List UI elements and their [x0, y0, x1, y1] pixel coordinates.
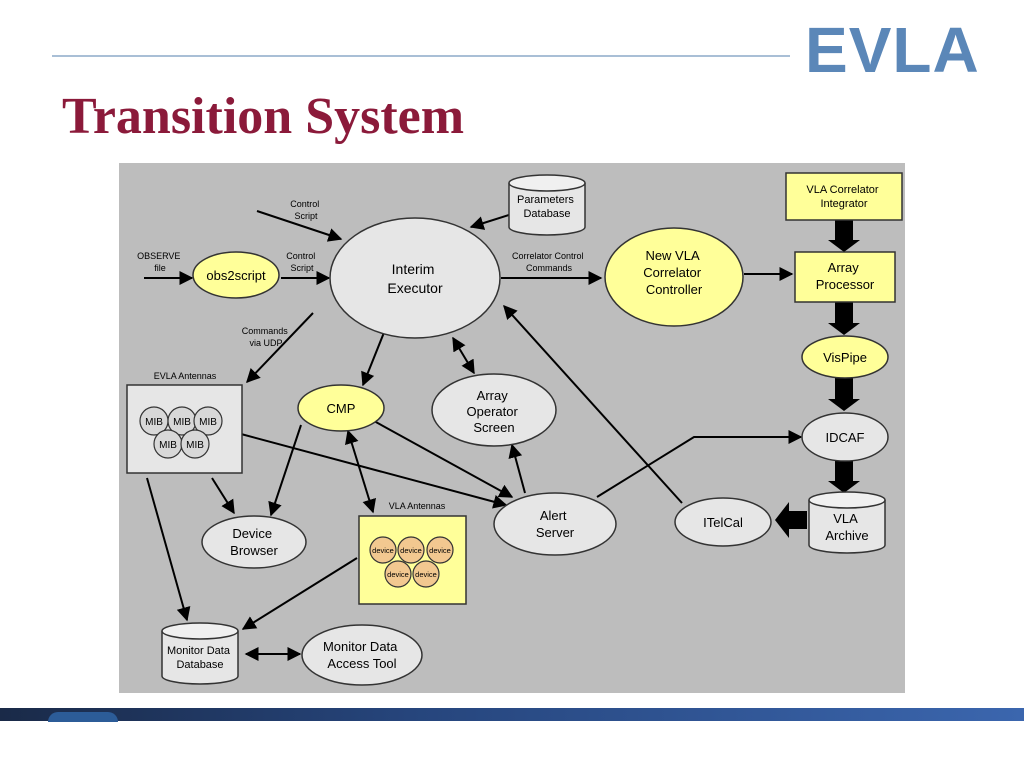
- device-label: device: [415, 570, 437, 579]
- monitor-tool-node: Monitor Data Access Tool: [301, 624, 423, 686]
- obs2script-node: obs2script: [192, 251, 280, 299]
- edge-vla-monitordb: [241, 557, 358, 630]
- svg-text:CMP: CMP: [327, 401, 356, 416]
- edge-executor-aos: [452, 336, 475, 375]
- array-operator-screen-node: Array Operator Screen: [431, 373, 557, 447]
- mib-label: MIB: [199, 417, 217, 428]
- thick-arrow-arrayproc-vispipe: [828, 302, 860, 335]
- thick-arrow-integrator-arrayproc: [828, 220, 860, 252]
- mib-label: MIB: [145, 417, 163, 428]
- device-circles: [369, 536, 454, 588]
- label-observe-file: OBSERVE file: [137, 251, 183, 273]
- device-label: device: [372, 546, 394, 555]
- device-label: device: [429, 546, 451, 555]
- thick-arrows: [775, 220, 860, 538]
- edge-cmp-alert: [373, 420, 514, 498]
- footer-bar: [0, 708, 1024, 721]
- cmp-node: CMP: [297, 384, 385, 432]
- svg-text:VLA Archive: VLA Archive: [825, 511, 868, 543]
- alert-server-node: Alert Server: [493, 492, 617, 556]
- svg-text:Alert Server: Alert Server: [536, 508, 575, 540]
- array-processor-node: Array Processor: [794, 251, 896, 303]
- label-evla-antennas: EVLA Antennas: [154, 371, 217, 381]
- svg-text:Array Operator Scr: Array Operator Screen: [467, 388, 522, 435]
- svg-text:Interim Executor: Interim Executor: [387, 261, 443, 296]
- label-control-script-top: Control Script: [290, 199, 322, 221]
- idcaf-node: IDCAF: [801, 412, 889, 462]
- edge-control-script-executor: [256, 210, 343, 242]
- edge-cmp-browser: [268, 424, 302, 517]
- thick-arrow-idcaf-archive: [828, 461, 860, 493]
- parameters-database-node: Parameters Database: [508, 174, 586, 236]
- edge-executor-cmp: [361, 329, 386, 387]
- svg-text:obs2script: obs2script: [206, 268, 266, 283]
- svg-text:Monitor Data Access Tool: Monitor Data Access Tool: [323, 639, 401, 671]
- vla-archive-node: VLA Archive: [808, 491, 886, 554]
- edge-itelcal-executor: [503, 304, 683, 504]
- itelcal-node: ITelCal: [674, 497, 772, 547]
- device-browser-node: Device Browser: [201, 515, 307, 569]
- vispipe-node: VisPipe: [801, 335, 889, 379]
- edge-evla-monitordb: [146, 477, 191, 622]
- page-title: Transition System: [62, 88, 465, 145]
- label-commands-udp: Commands via UDP: [242, 326, 291, 348]
- evla-antennas-group: MIB MIB MIB MIB MIB: [126, 384, 243, 474]
- vla-antennas-group: device device device device device: [358, 515, 467, 605]
- mib-label: MIB: [186, 440, 204, 451]
- svg-text:Parameters Database: Parameters Database: [517, 194, 577, 220]
- evla-logo: EVLA: [805, 14, 980, 86]
- new-vla-controller-node: New VLA Correlator Controller: [604, 227, 744, 327]
- edge-aos-alert: [508, 443, 526, 494]
- svg-text:New VLA Correlator: New VLA Correlator Controller: [643, 248, 704, 297]
- footer-logo-mark: [48, 712, 118, 722]
- vla-integrator-node: VLA Correlator Integrator: [785, 172, 903, 221]
- edge-executor-evla: [246, 312, 314, 384]
- svg-text:ITelCal: ITelCal: [703, 515, 743, 530]
- svg-text:VLA Correlator Integrato: VLA Correlator Integrator: [806, 184, 881, 210]
- thick-arrow-vispipe-idcaf: [828, 378, 860, 411]
- mib-label: MIB: [173, 417, 191, 428]
- device-label: device: [400, 546, 422, 555]
- svg-text:Device Browser: Device Browser: [230, 526, 278, 558]
- svg-text:VisPipe: VisPipe: [823, 350, 867, 365]
- label-correlator-control: Correlator Control Commands: [512, 251, 586, 273]
- edges: [144, 210, 803, 661]
- header-rule: [52, 55, 790, 57]
- edge-evla-browser: [211, 477, 235, 515]
- svg-text:IDCAF: IDCAF: [826, 430, 865, 445]
- edge-paramdb-executor: [469, 214, 510, 230]
- device-label: device: [387, 570, 409, 579]
- mib-circles: [139, 406, 223, 459]
- mib-label: MIB: [159, 440, 177, 451]
- svg-text:Array Processor: Array Processor: [816, 260, 875, 292]
- monitor-db-node: Monitor Data Database: [161, 622, 239, 685]
- label-control-script-mid: Control Script: [286, 251, 318, 273]
- interim-executor-node: Interim Executor: [329, 217, 501, 339]
- thick-arrow-archive-itelcal: [775, 502, 807, 538]
- edge-alert-idcaf: [596, 430, 803, 498]
- system-diagram: Interim Executor obs2script Parameters D…: [119, 163, 905, 693]
- svg-text:Monitor Data Database: Monitor Data Database: [167, 645, 233, 671]
- edge-evla-alert: [240, 433, 508, 509]
- label-vla-antennas: VLA Antennas: [389, 501, 446, 511]
- edge-cmp-vla: [345, 429, 376, 514]
